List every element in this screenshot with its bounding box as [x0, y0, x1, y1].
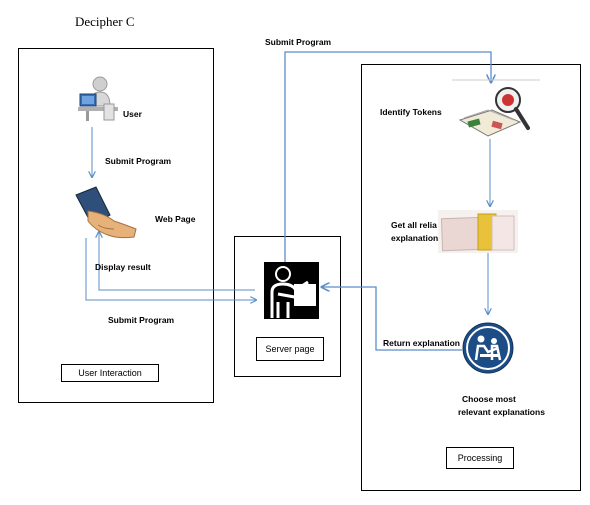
web-page-label: Web Page	[155, 214, 196, 224]
submit-program-bottom-label: Submit Program	[108, 315, 175, 325]
get-all-label-line2: explanation	[391, 233, 439, 243]
choose-label-line1: Choose most	[462, 394, 516, 404]
arrow-webpage-to-server	[85, 238, 256, 300]
hand-on-book-icon	[74, 185, 140, 241]
return-explanation-label: Return explanation	[383, 338, 460, 348]
server-page-caption: Server page	[256, 337, 324, 361]
top-submit-program-label: Submit Program	[265, 37, 332, 47]
user-label: User	[123, 109, 142, 119]
diagram-title: Decipher C	[75, 14, 135, 29]
choose-label-line2: relevant explanations	[458, 407, 545, 417]
display-result-label: Display result	[95, 262, 151, 272]
get-all-label-line1: Get all relia	[391, 220, 437, 230]
meeting-circle-icon	[462, 322, 514, 374]
arrow-server-to-webpage	[99, 232, 255, 291]
user-interaction-caption: User Interaction	[61, 364, 159, 382]
magnifier-book-icon	[458, 82, 534, 138]
identify-tokens-label: Identify Tokens	[380, 107, 442, 117]
papers-icon	[438, 210, 518, 253]
user-at-computer-icon	[78, 76, 120, 122]
processing-caption: Processing	[446, 447, 514, 469]
arrow-choose-to-server	[322, 287, 462, 351]
processing-panel	[361, 64, 581, 491]
submit-program-label: Submit Program	[105, 156, 172, 166]
arrow-server-to-tokens	[284, 51, 491, 264]
presenter-icon	[264, 262, 319, 319]
